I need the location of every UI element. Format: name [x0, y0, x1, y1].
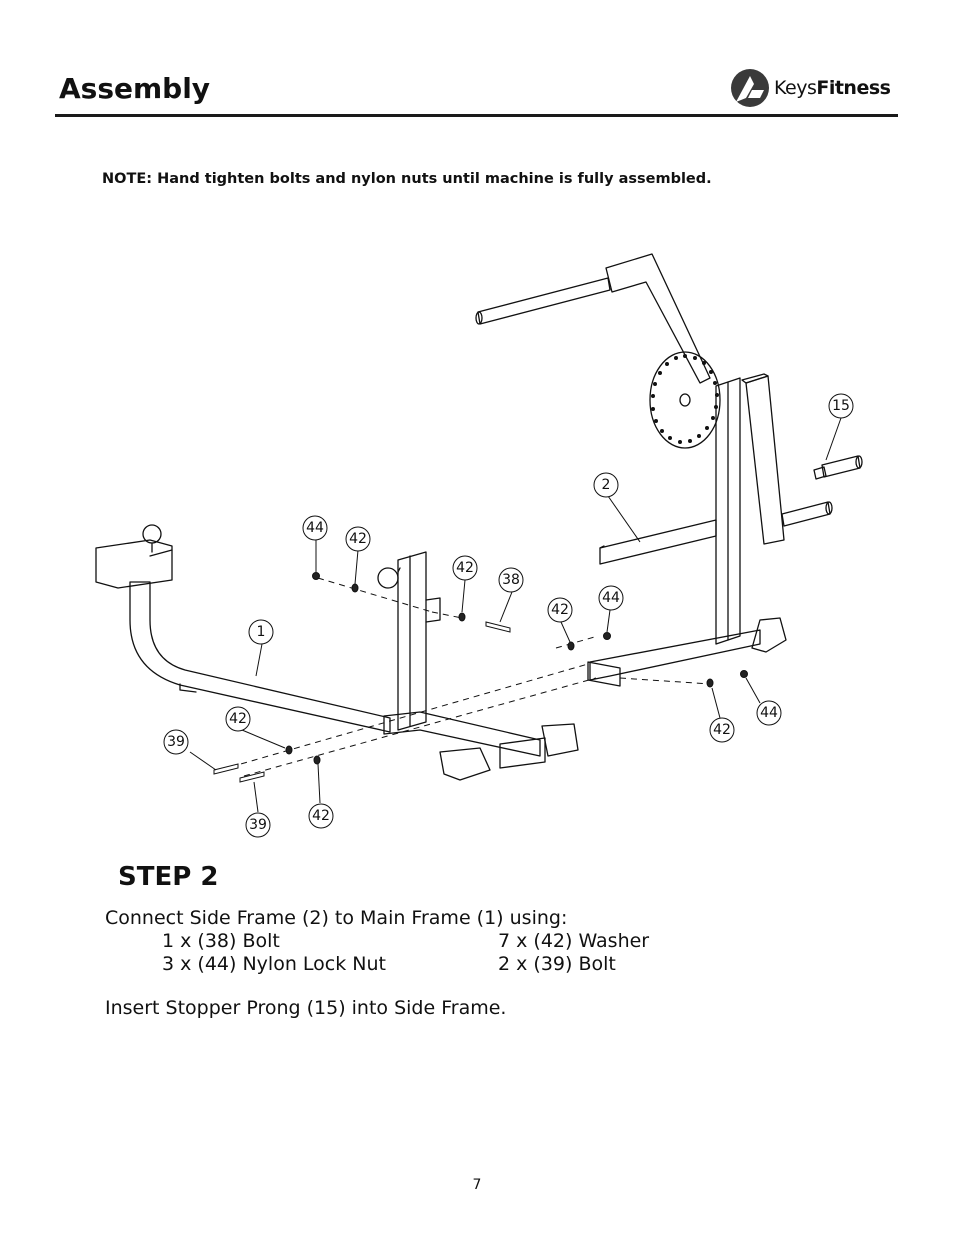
svg-text:44: 44 [760, 705, 778, 721]
bolt-38 [485, 621, 511, 633]
nut-44-b [603, 632, 611, 640]
svg-text:44: 44 [602, 590, 620, 606]
side-frame-base [589, 629, 761, 681]
svg-text:42: 42 [349, 531, 367, 547]
logo-wordmark: KeysFitness [774, 77, 891, 99]
nut-44-a [312, 572, 320, 580]
callout-42-a: 42 [345, 526, 371, 552]
callout-1: 1 [248, 619, 274, 645]
svg-text:15: 15 [832, 398, 850, 414]
step-intro: Connect Side Frame (2) to Main Frame (1)… [105, 907, 568, 929]
main-frame-post [397, 551, 427, 731]
page-title: Assembly [59, 72, 211, 105]
side-frame-crossbar [599, 519, 717, 565]
svg-text:2: 2 [602, 477, 611, 493]
callout-39-a: 39 [163, 729, 189, 755]
keysfitness-logo: KeysFitness [730, 66, 891, 110]
assembly-note: NOTE: Hand tighten bolts and nylon nuts … [102, 171, 712, 187]
stopper-prong [821, 455, 861, 478]
washer-42-f [706, 678, 714, 688]
svg-text:42: 42 [713, 722, 731, 738]
main-frame-base [383, 711, 541, 757]
header-rule [55, 114, 898, 117]
washer-42-a [351, 583, 359, 593]
callout-42-b: 42 [452, 555, 478, 581]
callout-42-f: 42 [709, 717, 735, 743]
washer-42-b [458, 612, 466, 622]
svg-text:39: 39 [167, 734, 185, 750]
washer-42-d [285, 745, 293, 755]
side-frame-brace [745, 375, 785, 545]
step-title: STEP 2 [118, 862, 219, 892]
callout-44-c: 44 [756, 700, 782, 726]
svg-text:42: 42 [312, 808, 330, 824]
washer-42-c [567, 641, 575, 651]
part-washer-42: 7 x (42) Washer [498, 930, 650, 952]
adjustment-disc [649, 351, 721, 449]
washer-42-e [313, 755, 321, 765]
callout-42-d: 42 [225, 706, 251, 732]
callout-42-e: 42 [308, 803, 334, 829]
nut-44-c [740, 670, 748, 678]
svg-text:42: 42 [551, 602, 569, 618]
callout-42-c: 42 [547, 597, 573, 623]
callout-44-a: 44 [302, 515, 328, 541]
upper-rod [477, 277, 611, 325]
bolt-39-b [239, 771, 265, 783]
part-bolt-38: 1 x (38) Bolt [162, 930, 280, 952]
svg-text:1: 1 [257, 624, 266, 640]
svg-text:42: 42 [229, 711, 247, 727]
page-number: 7 [472, 1177, 482, 1193]
svg-text:42: 42 [456, 560, 474, 576]
side-frame-upper-arm [605, 253, 711, 384]
svg-text:39: 39 [249, 817, 267, 833]
main-frame-curve [129, 581, 391, 733]
callout-44-b: 44 [598, 585, 624, 611]
step-insert-instruction: Insert Stopper Prong (15) into Side Fram… [105, 997, 507, 1019]
main-frame-bracket [95, 539, 173, 589]
logo-keys: Keys [774, 77, 817, 99]
part-bolt-39: 2 x (39) Bolt [498, 953, 616, 975]
logo-fitness: Fitness [816, 77, 891, 99]
assembly-diagram: 15 2 44 42 42 38 42 44 1 42 39 39 42 42 … [95, 253, 863, 838]
side-frame-post [715, 377, 741, 645]
part-nut-44: 3 x (44) Nylon Lock Nut [162, 953, 386, 975]
keysfitness-logo-icon [731, 69, 769, 107]
bolt-39-a [213, 763, 239, 775]
callout-39-b: 39 [245, 812, 271, 838]
svg-text:44: 44 [306, 520, 324, 536]
callout-15: 15 [828, 393, 854, 419]
callout-38: 38 [498, 567, 524, 593]
svg-text:38: 38 [502, 572, 520, 588]
callout-2: 2 [593, 472, 619, 498]
